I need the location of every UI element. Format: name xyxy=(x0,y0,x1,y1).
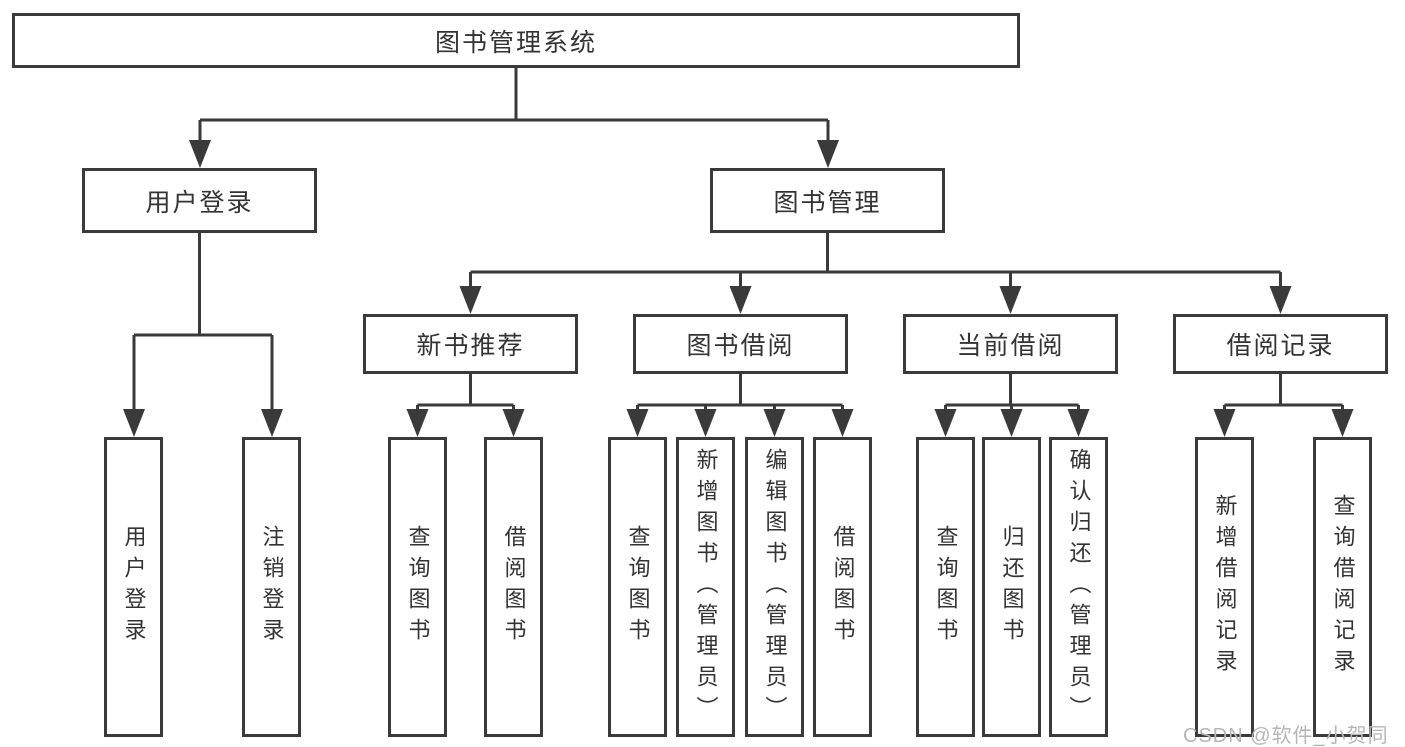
leaf-borrow-books: 借阅图书 xyxy=(813,437,872,737)
node-label: 查询图书 xyxy=(933,525,959,649)
leaf-logout: 注销登录 xyxy=(242,437,301,737)
node-label: 图书管理系统 xyxy=(434,28,597,57)
leaf-borrow-books-recommend: 借阅图书 xyxy=(484,437,543,737)
node-label: 用户登录 xyxy=(121,525,147,649)
leaf-user-login: 用户登录 xyxy=(104,437,163,737)
node-label: 借阅记录 xyxy=(1226,332,1335,360)
node-book-management: 图书管理 xyxy=(710,168,945,233)
node-label: 查询图书 xyxy=(405,525,431,649)
leaf-confirm-return-admin: 确认归还（管理员） xyxy=(1049,437,1108,737)
node-label: 图书管理 xyxy=(773,188,882,217)
node-label: 新书推荐 xyxy=(416,332,525,360)
node-library-system: 图书管理系统 xyxy=(12,13,1020,68)
node-label: 用户登录 xyxy=(145,188,254,217)
node-label: 新增借阅记录 xyxy=(1212,494,1238,680)
node-current-borrowing: 当前借阅 xyxy=(903,314,1118,374)
node-label: 注销登录 xyxy=(259,525,285,649)
node-label: 当前借阅 xyxy=(956,332,1065,360)
leaf-query-books-borrow: 查询图书 xyxy=(608,437,667,737)
node-label: 图书借阅 xyxy=(686,332,795,360)
node-book-borrowing: 图书借阅 xyxy=(633,314,848,374)
leaf-add-books-admin: 新增图书（管理员） xyxy=(676,437,735,737)
node-label: 新增图书（管理员） xyxy=(693,447,719,727)
node-label: 查询借阅记录 xyxy=(1330,494,1356,680)
leaf-edit-books-admin: 编辑图书（管理员） xyxy=(745,437,804,737)
leaf-add-borrow-record: 新增借阅记录 xyxy=(1195,437,1254,737)
node-label: 归还图书 xyxy=(999,525,1025,649)
leaf-return-books: 归还图书 xyxy=(982,437,1041,737)
node-label: 确认归还（管理员） xyxy=(1066,447,1092,727)
node-label: 编辑图书（管理员） xyxy=(762,447,788,727)
leaf-query-books-current: 查询图书 xyxy=(916,437,975,737)
node-label: 借阅图书 xyxy=(830,525,856,649)
leaf-query-books-recommend: 查询图书 xyxy=(388,437,447,737)
node-borrowing-records: 借阅记录 xyxy=(1173,314,1388,374)
node-user-login: 用户登录 xyxy=(82,168,317,233)
node-label: 查询图书 xyxy=(625,525,651,649)
leaf-query-borrow-record: 查询借阅记录 xyxy=(1313,437,1372,737)
node-label: 借阅图书 xyxy=(501,525,527,649)
node-new-book-recommend: 新书推荐 xyxy=(363,314,578,374)
